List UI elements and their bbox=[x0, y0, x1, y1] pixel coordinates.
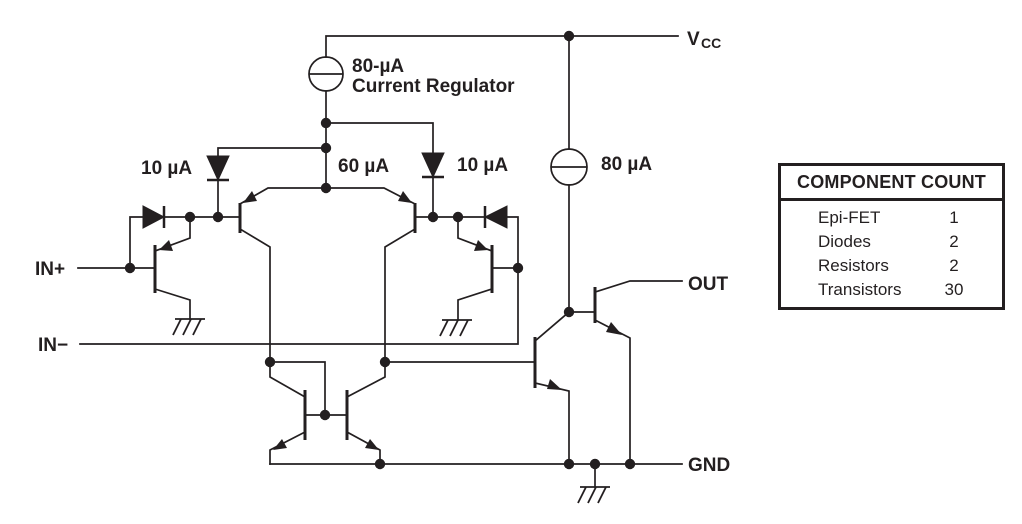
output-current-source-symbol bbox=[550, 148, 588, 186]
current-60ua-label: 60 µA bbox=[338, 156, 389, 177]
component-count-header: COMPONENT COUNT bbox=[781, 166, 1002, 201]
current-10ua-right-label: 10 µA bbox=[457, 155, 508, 176]
component-count-body: Epi-FET 1 Diodes 2 Resistors 2 Transisto… bbox=[781, 201, 1002, 302]
input-clamp-diode-left bbox=[142, 205, 166, 229]
wire-segments bbox=[77, 35, 683, 488]
component-row: Epi-FET 1 bbox=[781, 206, 1002, 230]
in-plus-label: IN+ bbox=[35, 259, 65, 280]
junction-dots bbox=[124, 30, 636, 470]
component-value: 2 bbox=[949, 232, 959, 251]
component-row: Resistors 2 bbox=[781, 254, 1002, 278]
diode-10ua-left bbox=[206, 155, 230, 182]
component-row: Transistors 30 bbox=[781, 278, 1002, 302]
component-value: 30 bbox=[944, 280, 964, 299]
vcc-label-sub: CC bbox=[701, 35, 721, 51]
component-label: Epi-FET bbox=[818, 208, 881, 227]
out-label: OUT bbox=[688, 274, 729, 295]
vcc-label: V bbox=[687, 29, 700, 50]
component-label: Resistors bbox=[818, 256, 889, 275]
diode-10ua-right bbox=[421, 152, 445, 179]
input-clamp-diode-right bbox=[483, 205, 508, 229]
regulator-value-label: 80-µA bbox=[352, 56, 404, 77]
current-80ua-label: 80 µA bbox=[601, 154, 652, 175]
ground-symbol-right bbox=[439, 319, 472, 337]
component-value: 1 bbox=[949, 208, 959, 227]
transistor-bars bbox=[153, 203, 597, 440]
current-10ua-left-label: 10 µA bbox=[141, 158, 192, 179]
ground-symbol-output bbox=[577, 486, 610, 504]
component-count-table: COMPONENT COUNT Epi-FET 1 Diodes 2 Resis… bbox=[778, 163, 1005, 310]
ground-symbol-left bbox=[172, 318, 205, 336]
regulator-name-label: Current Regulator bbox=[352, 76, 515, 97]
current-regulator-symbol bbox=[308, 56, 344, 92]
component-value: 2 bbox=[949, 256, 959, 275]
component-row: Diodes 2 bbox=[781, 230, 1002, 254]
component-label: Transistors bbox=[818, 280, 902, 299]
component-label: Diodes bbox=[818, 232, 871, 251]
emitter-arrows bbox=[159, 191, 622, 450]
gnd-label: GND bbox=[688, 455, 730, 476]
in-minus-label: IN− bbox=[38, 335, 68, 356]
